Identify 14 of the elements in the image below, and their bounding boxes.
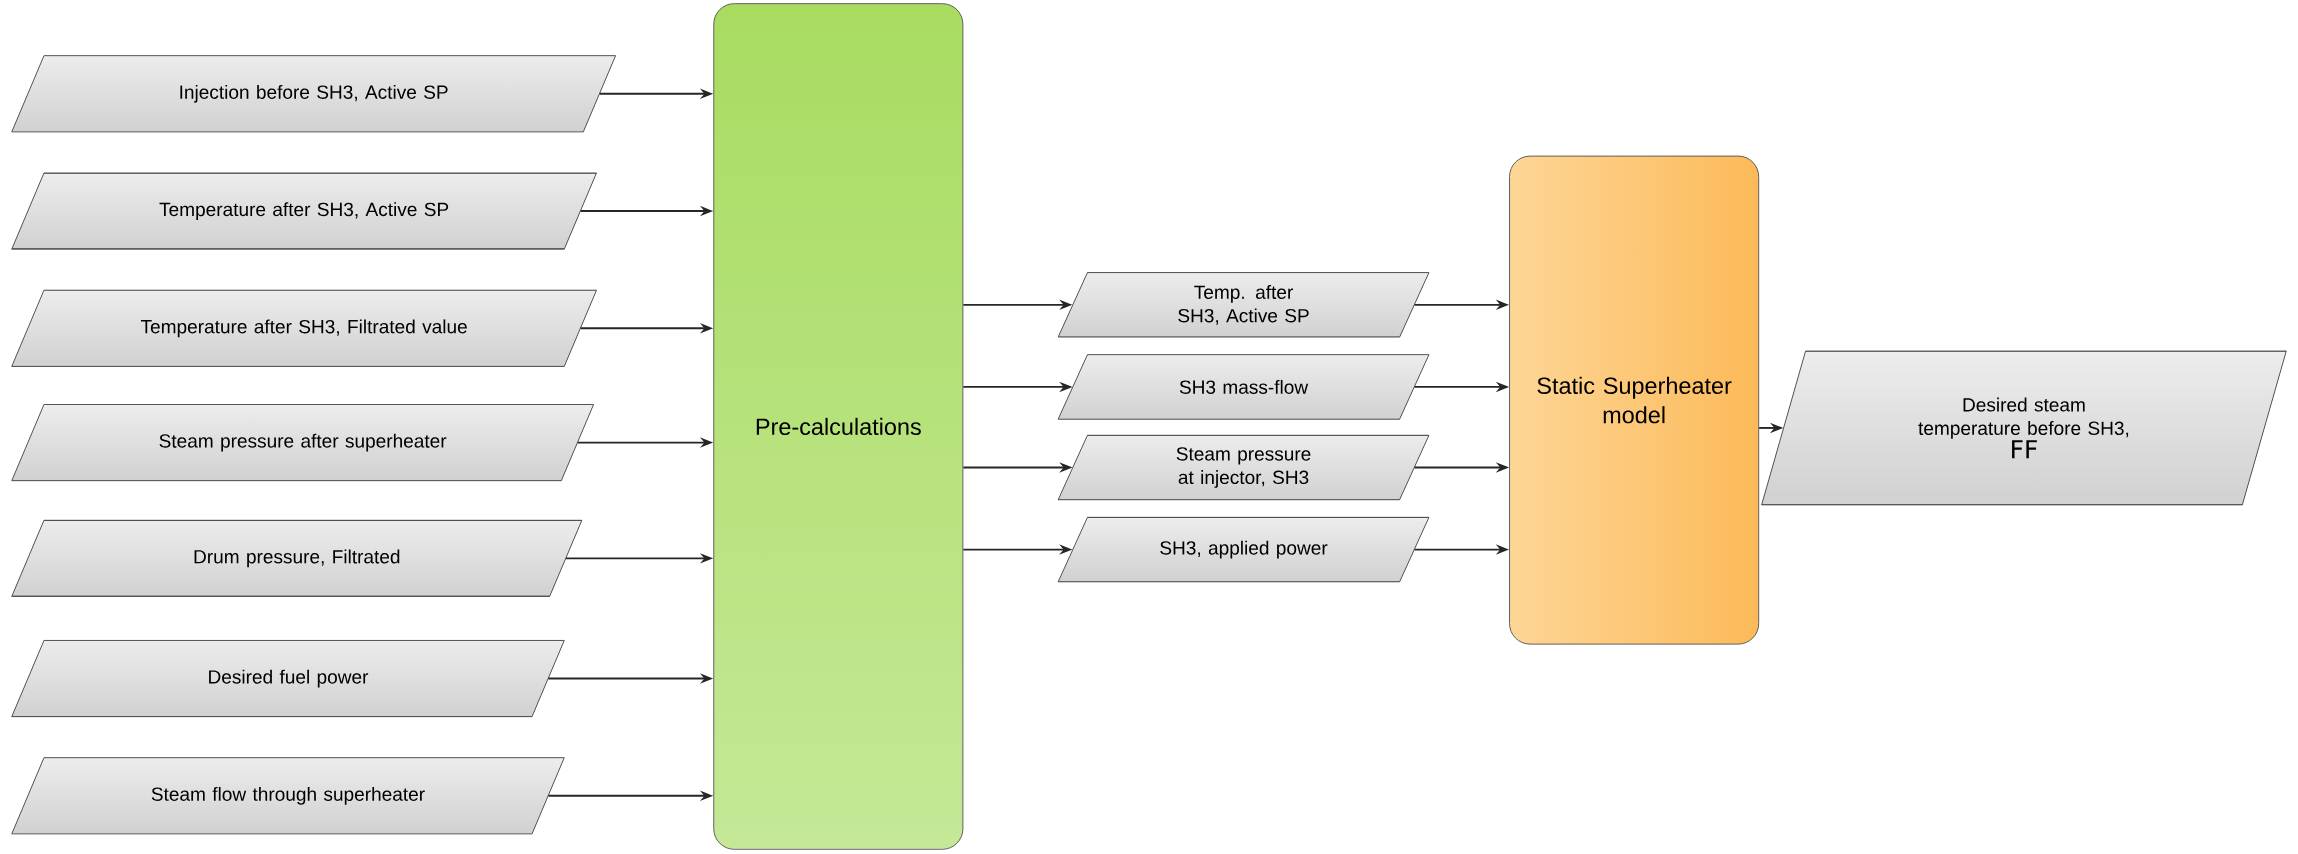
input-parallelogram: Desired fuel power (11, 639, 565, 717)
signal-parallelogram: Steam pressure at injector, SH3 (1057, 434, 1430, 500)
input-parallelogram: Steam pressure after superheater (11, 403, 594, 481)
model-box: Static Superheater model (1509, 155, 1760, 645)
signal-parallelogram: SH3 mass-flow (1057, 354, 1430, 420)
input-parallelogram: Temperature after SH3, Active SP (11, 172, 597, 250)
signal-parallelogram: Temp. after SH3, Active SP (1057, 271, 1430, 338)
input-parallelogram: Drum pressure, Filtrated (11, 519, 583, 597)
input-parallelogram: Injection before SH3, Active SP (11, 55, 616, 133)
input-parallelogram: Steam flow through superheater (11, 757, 565, 835)
input-parallelogram: Temperature after SH3, Filtrated value (11, 289, 597, 367)
output-parallelogram: Desired steam temperature before SH3, FF (1761, 350, 2287, 506)
signal-parallelogram: SH3, applied power (1057, 516, 1430, 583)
process-box: Pre-calculations (713, 3, 964, 850)
